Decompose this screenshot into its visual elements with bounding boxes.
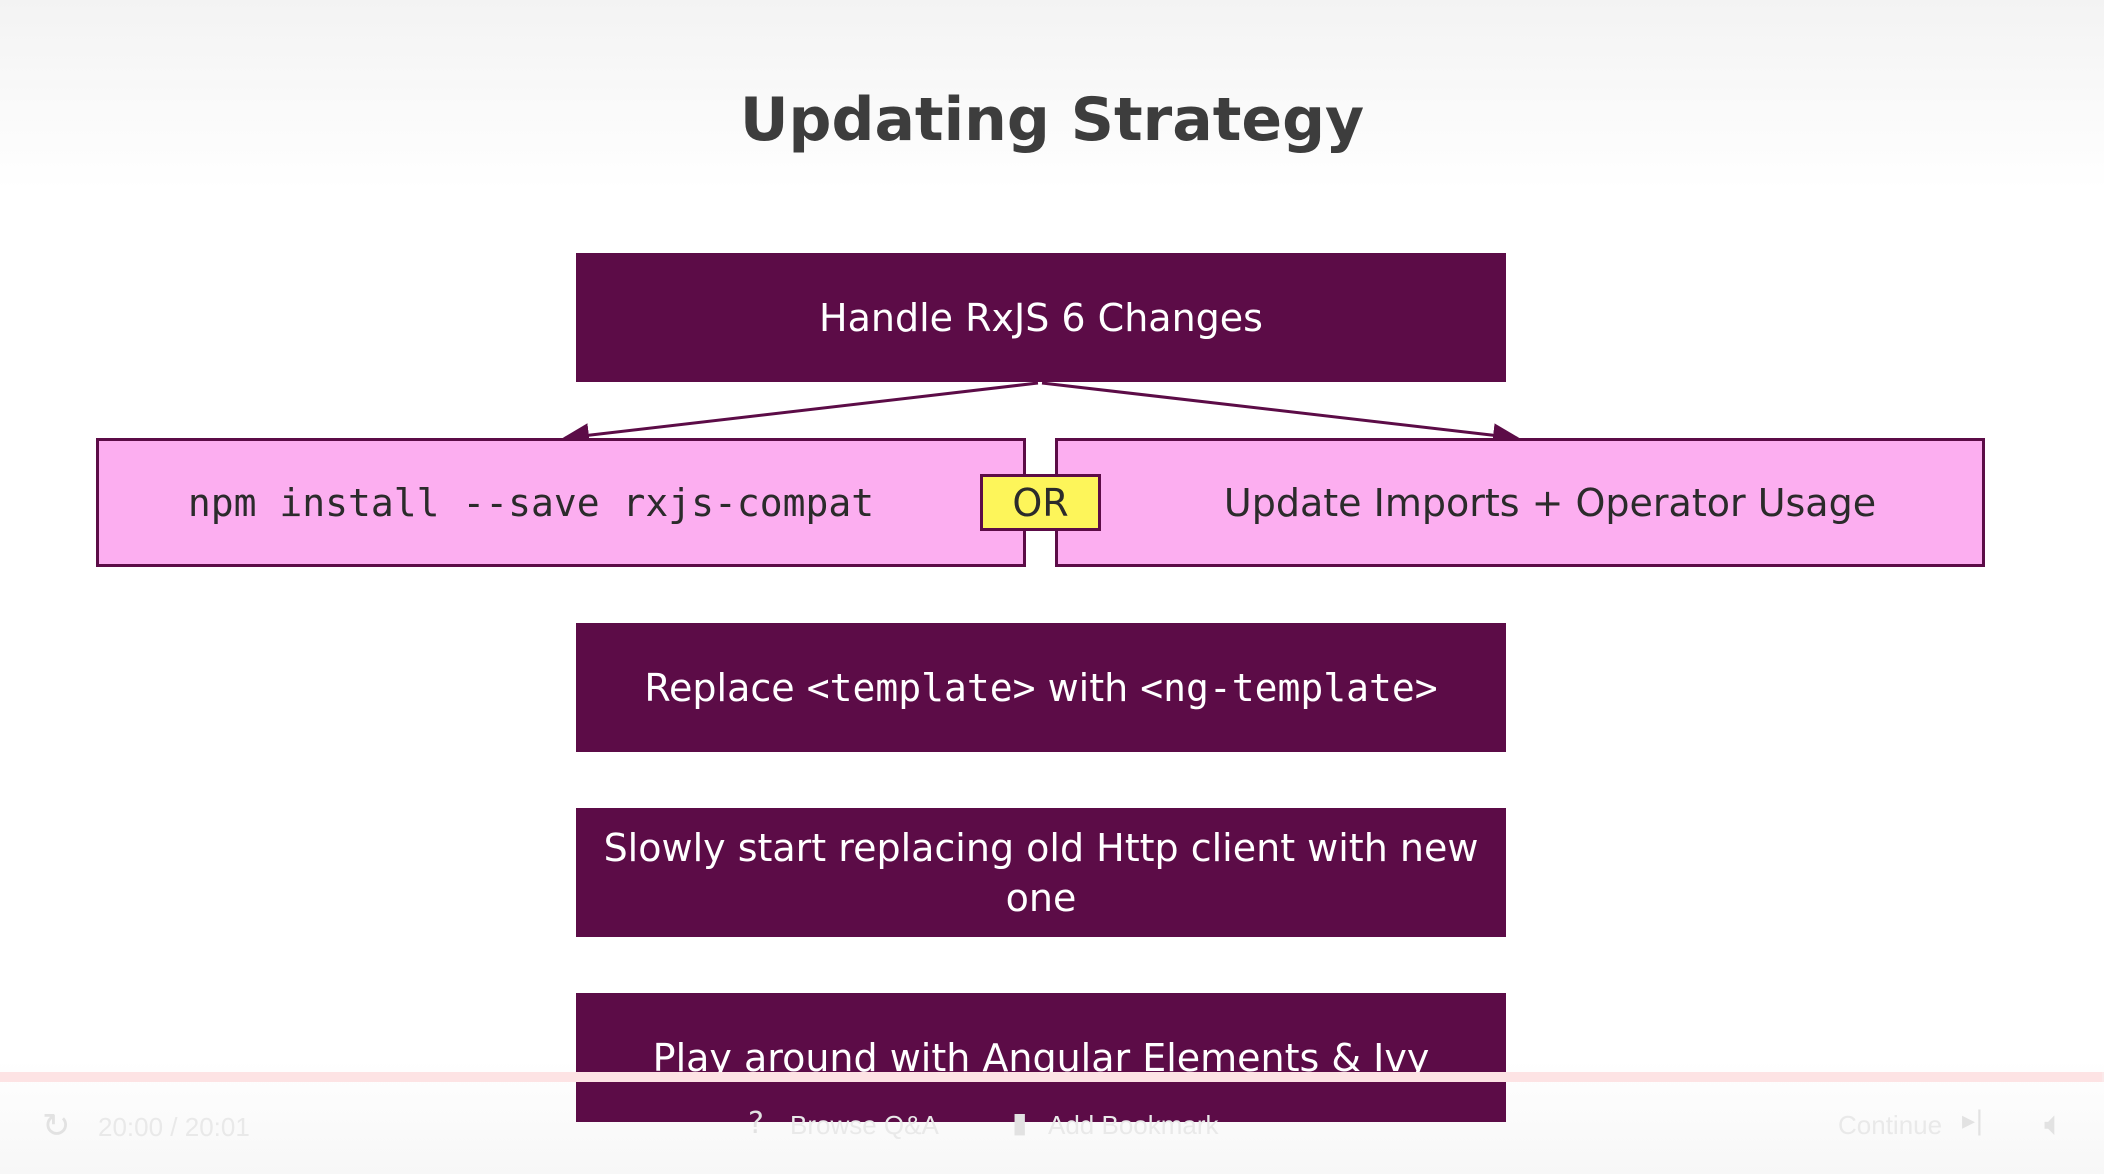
option-rxjs-compat-label: npm install --save rxjs-compat [187,480,875,525]
step-handle-rxjs-label: Handle RxJS 6 Changes [819,295,1263,340]
slide-title: Updating Strategy [739,85,1365,155]
arrow-left [562,381,1039,448]
video-player-controls: ↻ 20:00 / 20:01 ? Browse Q&A ▮ Add Bookm… [0,1072,2104,1174]
add-bookmark-button[interactable]: Add Bookmark [1048,1110,1219,1140]
volume-icon[interactable]: 🔈︎ [2044,1104,2065,1144]
option-update-imports-label: Update Imports + Operator Usage [1223,480,1877,525]
step-http-client: Slowly start replacing old Http client w… [576,808,1506,937]
video-progress-fill [0,1072,2102,1082]
step-http-client-label: Slowly start replacing old Http client w… [603,825,1479,920]
template-code-old: <template> [806,665,1036,710]
question-icon: ? [748,1106,764,1141]
replay-icon[interactable]: ↻ [42,1106,71,1146]
template-prefix: Replace [644,665,807,710]
browse-qa-button[interactable]: Browse Q&A [790,1110,939,1140]
option-rxjs-compat: npm install --save rxjs-compat [96,438,1026,567]
skip-next-icon[interactable]: ▸| [1962,1106,1984,1136]
or-label: OR [1012,480,1069,525]
continue-button[interactable]: Continue [1838,1110,1943,1140]
template-middle: with [1035,665,1141,710]
arrow-right [1041,381,1520,448]
step-handle-rxjs: Handle RxJS 6 Changes [576,253,1506,382]
step-replace-template-label: Replace <template> with <ng-template> [644,663,1437,713]
bookmark-icon: ▮ [1012,1106,1028,1139]
video-progress-bar[interactable] [0,1072,2104,1082]
or-badge: OR [980,474,1101,531]
video-time: 20:00 / 20:01 [98,1112,250,1142]
step-replace-template: Replace <template> with <ng-template> [576,623,1506,752]
option-update-imports: Update Imports + Operator Usage [1055,438,1985,567]
template-code-new: <ng-template> [1140,665,1438,710]
